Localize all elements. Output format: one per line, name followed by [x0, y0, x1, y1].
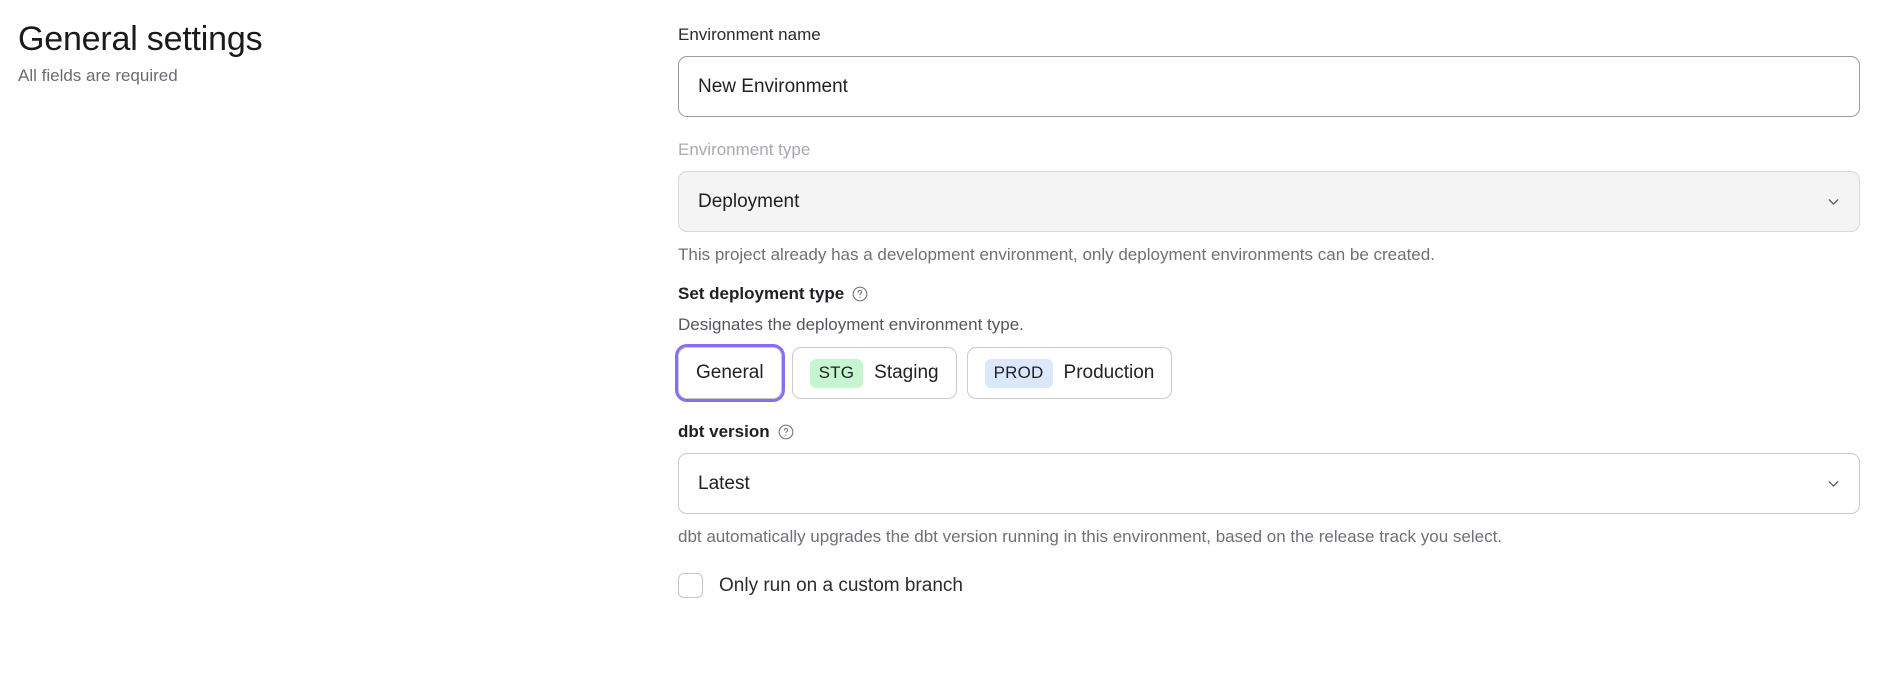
page-title: General settings	[18, 20, 263, 58]
dbt-version-value: Latest	[698, 472, 750, 494]
environment-type-value: Deployment	[698, 190, 800, 212]
custom-branch-row[interactable]: Only run on a custom branch	[678, 573, 1860, 598]
environment-type-field: Environment type Deployment This project…	[678, 139, 1860, 267]
production-badge: PROD	[984, 358, 1053, 388]
environment-type-label: Environment type	[678, 140, 811, 159]
deployment-type-option-staging-label: Staging	[874, 362, 939, 383]
deployment-type-option-general[interactable]: General	[678, 347, 782, 399]
question-circle-icon[interactable]	[777, 423, 795, 441]
dbt-version-label: dbt version	[678, 421, 1860, 443]
question-circle-icon[interactable]	[851, 285, 869, 303]
environment-type-hint: This project already has a development e…	[678, 245, 1435, 264]
settings-form: Environment name Environment type Deploy…	[678, 24, 1860, 598]
dbt-version-field: dbt version Latest dbt automatically	[678, 421, 1860, 549]
deployment-type-label: Set deployment type	[678, 283, 1860, 305]
deployment-type-option-staging[interactable]: STG Staging	[791, 347, 957, 399]
dbt-version-select-wrap: Latest	[678, 453, 1860, 514]
deployment-type-option-production-label: Production	[1063, 362, 1155, 383]
custom-branch-label: Only run on a custom branch	[719, 574, 963, 596]
environment-name-label: Environment name	[678, 25, 821, 44]
dbt-version-select[interactable]: Latest	[678, 453, 1860, 514]
environment-type-select-wrap: Deployment	[678, 171, 1860, 232]
environment-type-select[interactable]: Deployment	[678, 171, 1860, 232]
custom-branch-checkbox[interactable]	[678, 573, 703, 598]
deployment-type-description: Designates the deployment environment ty…	[678, 315, 1024, 334]
deployment-type-field: Set deployment type Designates the deplo…	[678, 283, 1860, 399]
page-subtitle: All fields are required	[18, 66, 178, 85]
deployment-type-option-production[interactable]: PROD Production	[966, 347, 1173, 399]
staging-badge: STG	[809, 358, 864, 388]
environment-name-input[interactable]	[678, 56, 1860, 117]
deployment-type-options: General STG Staging PROD Production	[678, 347, 1860, 399]
environment-name-field: Environment name	[678, 24, 1860, 117]
dbt-version-label-text: dbt version	[678, 422, 770, 441]
deployment-type-option-general-label: General	[696, 362, 764, 383]
settings-header: General settings All fields are required	[18, 18, 538, 88]
deployment-type-label-text: Set deployment type	[678, 284, 845, 303]
dbt-version-hint: dbt automatically upgrades the dbt versi…	[678, 527, 1503, 546]
